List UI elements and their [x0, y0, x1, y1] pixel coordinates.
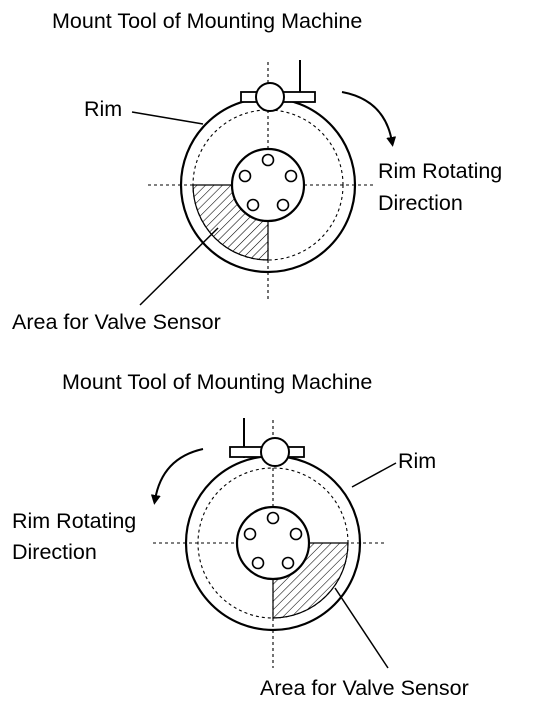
lug-holes [243, 511, 303, 570]
rim-inner-ring [197, 467, 349, 619]
area-leader-line [334, 587, 389, 669]
rim-leader-line [351, 462, 397, 488]
rotation-arrow [150, 448, 204, 505]
area-label: Area for Valve Sensor [260, 676, 469, 700]
area-label: Area for Valve Sensor [12, 310, 221, 334]
rim-label: Rim [84, 97, 122, 121]
rotation-label-line1: Rim Rotating [12, 509, 136, 533]
lug-holes [238, 153, 298, 212]
rotation-label-line2: Direction [378, 191, 463, 215]
diagram-bottom: Mount Tool of Mounting Machine Rim [12, 370, 469, 700]
rim-label: Rim [398, 449, 436, 473]
rotation-label-line2: Direction [12, 540, 97, 564]
rotation-arrow [341, 91, 397, 147]
mount-tool [240, 60, 316, 112]
rotation-label-line1: Rim Rotating [378, 159, 502, 183]
area-leader-line [139, 227, 219, 306]
rim-leader-line [131, 111, 204, 125]
mount-tool [229, 418, 305, 467]
mount-tool-title: Mount Tool of Mounting Machine [62, 370, 372, 394]
rim-inner-ring [192, 109, 344, 261]
mount-tool-title: Mount Tool of Mounting Machine [52, 9, 362, 33]
diagram-top: Mount Tool of Mounting Machine Rim [12, 9, 502, 334]
